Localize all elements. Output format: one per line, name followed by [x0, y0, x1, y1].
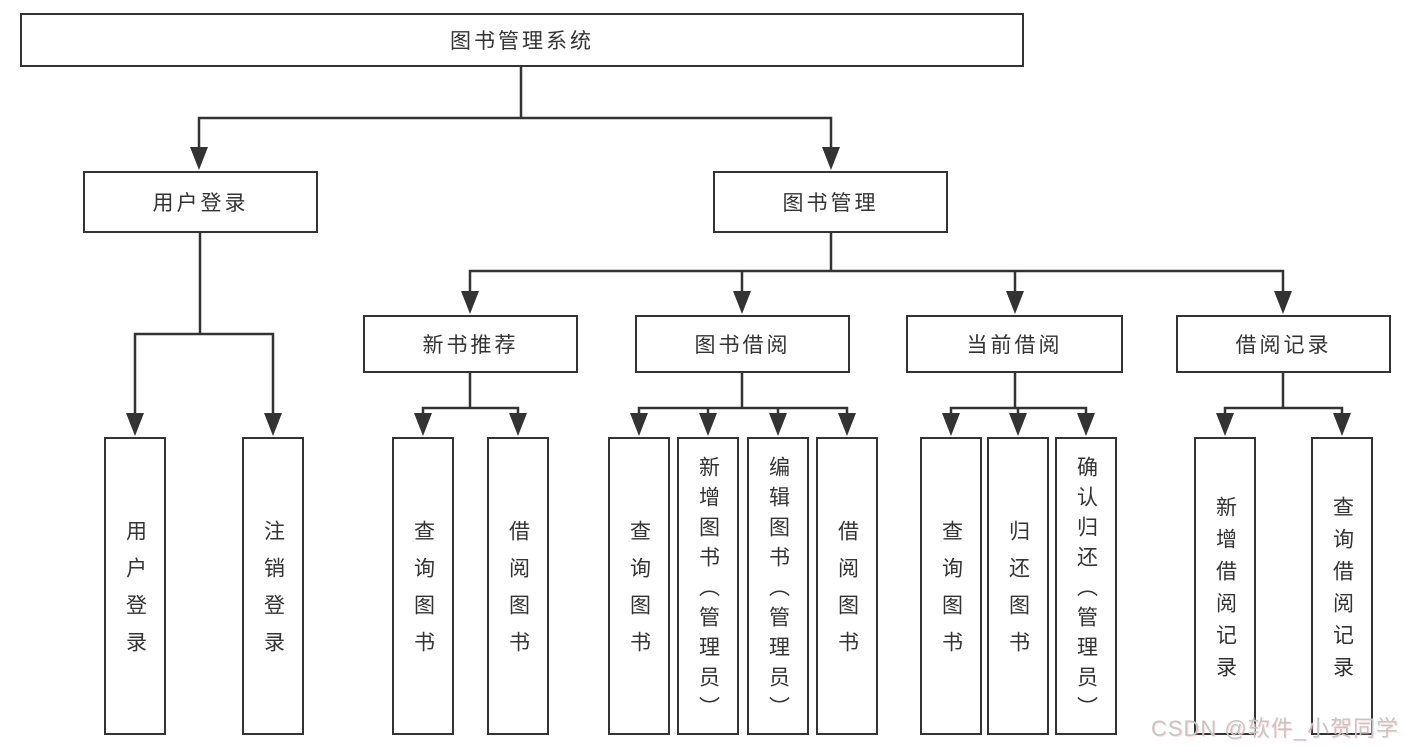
node-root-system-label: 图书管理系统 [450, 30, 594, 53]
node-user-login-label: 用户登录 [152, 192, 249, 215]
arrowhead-cb-confirm [1077, 413, 1095, 436]
node-book-borrowing: 图书借阅 [635, 315, 850, 373]
node-current-borrowing-label: 当前借阅 [966, 334, 1063, 357]
node-new-book-recommend: 新书推荐 [363, 315, 578, 373]
leaf-bb-query-books: 查询图书 [608, 437, 670, 735]
leaf-cb-return-books: 归还图书 [987, 437, 1049, 735]
node-borrowing-records-label: 借阅记录 [1235, 334, 1332, 357]
arrowhead-user-login [190, 147, 208, 170]
leaf-br-add-record: 新增借阅记录 [1194, 437, 1256, 735]
leaf-logout: 注销登录 [242, 437, 304, 735]
node-book-management: 图书管理 [713, 171, 948, 233]
arrowhead-book-borrow [733, 291, 751, 314]
leaf-user-login-label: 用户登录 [123, 520, 147, 668]
arrowhead-borrow-records [1274, 291, 1292, 314]
leaf-cb-confirm-return-admin: 确认归还（管理员） [1055, 437, 1117, 735]
leaf-bb-add-books-admin-label: 新增图书（管理员） [696, 455, 720, 726]
arrowhead-bb-add [699, 413, 717, 436]
leaf-bb-edit-books-admin: 编辑图书（管理员） [747, 437, 809, 735]
leaf-cb-confirm-return-admin-label: 确认归还（管理员） [1074, 455, 1098, 726]
leaf-nbr-query-books-label: 查询图书 [411, 520, 435, 668]
leaf-nbr-borrow-books-label: 借阅图书 [506, 520, 530, 668]
arrowhead-book-mgmt [822, 147, 840, 170]
node-user-login: 用户登录 [83, 171, 318, 233]
leaf-bb-edit-books-admin-label: 编辑图书（管理员） [766, 455, 790, 726]
node-new-book-recommend-label: 新书推荐 [422, 334, 519, 357]
arrowhead-br-add [1216, 413, 1234, 436]
node-root-system: 图书管理系统 [20, 13, 1024, 67]
leaf-cb-return-books-label: 归还图书 [1006, 520, 1030, 668]
leaf-user-login: 用户登录 [104, 437, 166, 735]
arrowhead-bb-edit [769, 413, 787, 436]
arrowhead-cb-query [942, 413, 960, 436]
arrowhead-cb-return [1009, 413, 1027, 436]
connector-userlogin-rail [133, 332, 275, 418]
arrowhead-leaf-logout [264, 413, 282, 436]
connector-level1-rail [197, 116, 833, 152]
leaf-logout-label: 注销登录 [261, 520, 285, 668]
arrowhead-nbr-query [414, 413, 432, 436]
leaf-bb-add-books-admin: 新增图书（管理员） [677, 437, 739, 735]
csdn-watermark: CSDN @软件_小贺同学 [1150, 716, 1399, 741]
node-book-management-label: 图书管理 [782, 192, 879, 215]
arrowhead-new-book-rec [461, 291, 479, 314]
arrowhead-br-query [1333, 413, 1351, 436]
arrowhead-leaf-user-login [126, 413, 144, 436]
leaf-bb-query-books-label: 查询图书 [627, 520, 651, 668]
leaf-br-query-record-label: 查询借阅记录 [1330, 495, 1354, 688]
leaf-nbr-query-books: 查询图书 [392, 437, 454, 735]
arrowhead-bb-borrow [838, 413, 856, 436]
arrowhead-nbr-borrow [509, 413, 527, 436]
connector-borrow-rail [637, 406, 849, 418]
arrowhead-current-borrow [1006, 291, 1024, 314]
connector-level2-rail [468, 269, 1285, 296]
leaf-bb-borrow-books: 借阅图书 [816, 437, 878, 735]
node-current-borrowing: 当前借阅 [906, 315, 1123, 373]
leaf-cb-query-books-label: 查询图书 [939, 520, 963, 668]
node-borrowing-records: 借阅记录 [1176, 315, 1391, 373]
leaf-nbr-borrow-books: 借阅图书 [487, 437, 549, 735]
node-book-borrowing-label: 图书借阅 [694, 334, 791, 357]
connector-newbook-rail [421, 406, 520, 418]
leaf-br-query-record: 查询借阅记录 [1311, 437, 1373, 735]
leaf-cb-query-books: 查询图书 [920, 437, 982, 735]
leaf-bb-borrow-books-label: 借阅图书 [835, 520, 859, 668]
connector-records-rail [1223, 406, 1344, 418]
arrowhead-bb-query [630, 413, 648, 436]
leaf-br-add-record-label: 新增借阅记录 [1213, 495, 1237, 688]
